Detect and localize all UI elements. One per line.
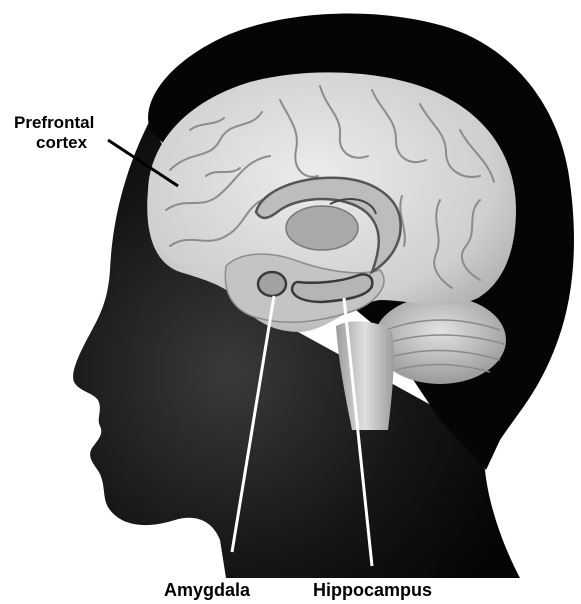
prefrontal-cortex-label: Prefrontal cortex xyxy=(14,113,94,153)
hippocampus-label: Hippocampus xyxy=(313,579,432,601)
prefrontal-label-line2: cortex xyxy=(14,133,94,153)
amygdala-structure xyxy=(258,272,286,296)
cerebellum xyxy=(374,296,506,384)
prefrontal-label-line1: Prefrontal xyxy=(14,113,94,133)
thalamus xyxy=(286,206,358,250)
amygdala-label: Amygdala xyxy=(164,579,250,601)
